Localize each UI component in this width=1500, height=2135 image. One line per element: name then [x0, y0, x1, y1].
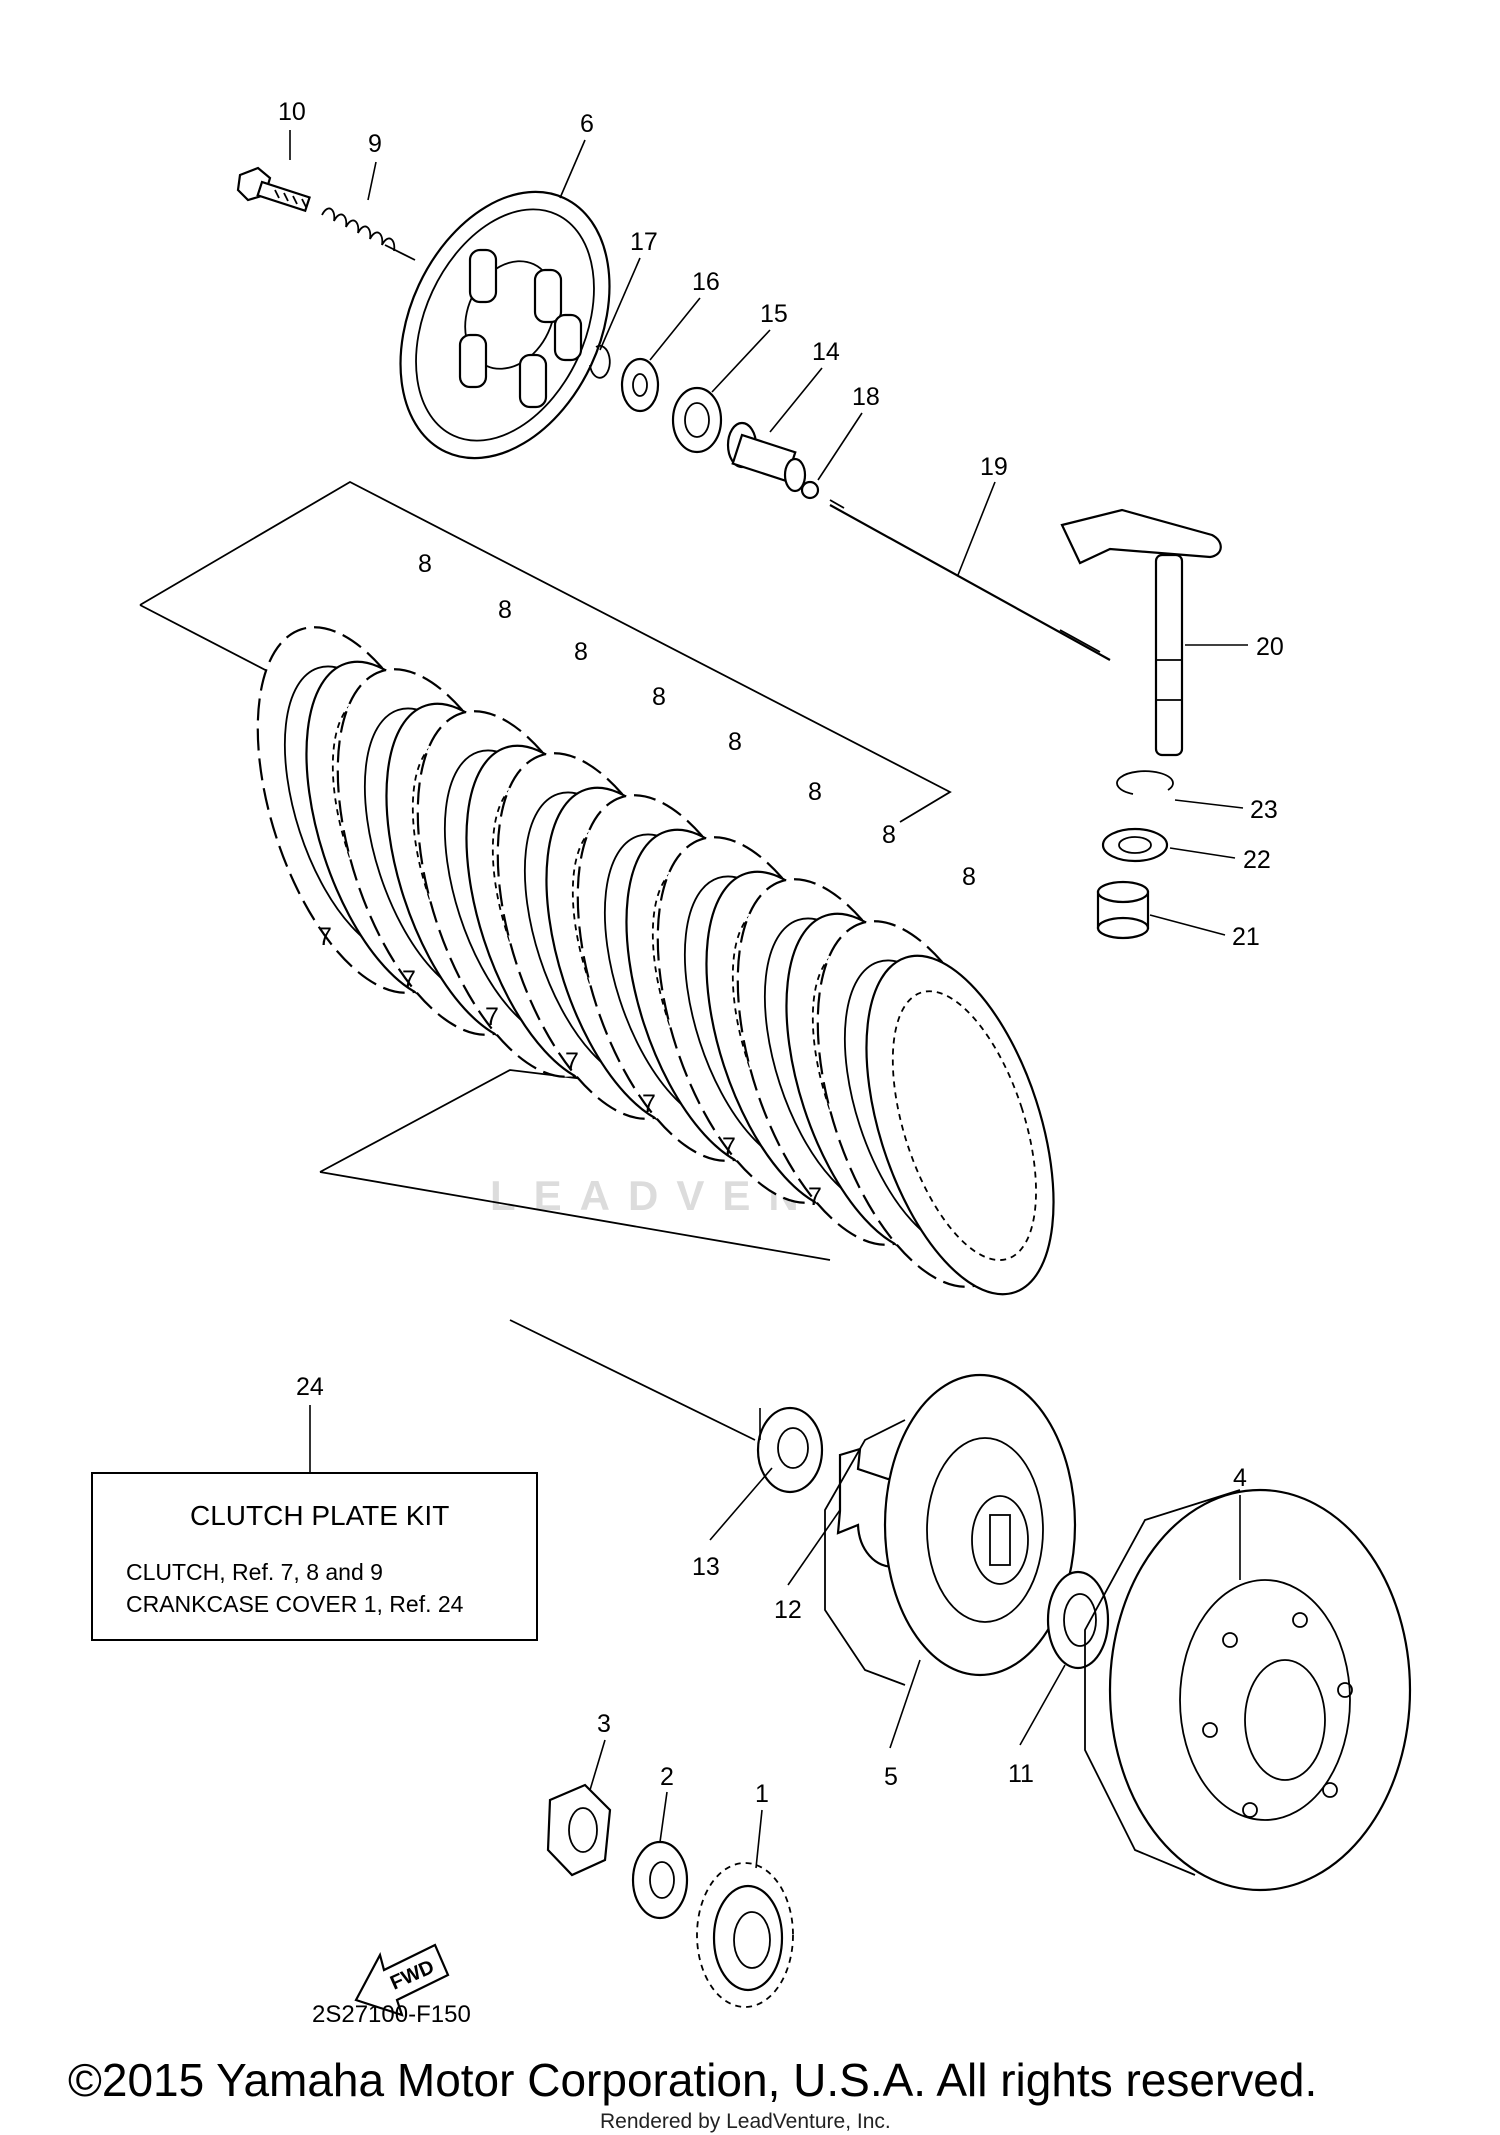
forward-arrow-icon: FWD	[354, 1943, 450, 2017]
callout-14: 14	[812, 338, 840, 366]
callout-7: 7	[808, 1183, 822, 1211]
part-6-pressure-plate	[399, 190, 611, 460]
part-23-circlip	[1116, 770, 1174, 795]
part-17-circlip	[589, 344, 611, 379]
part-3-nut	[546, 1783, 612, 1877]
callout-16: 16	[692, 268, 720, 296]
callout-19: 19	[980, 453, 1008, 481]
callout-12: 12	[774, 1596, 802, 1624]
part-18-ball	[800, 480, 820, 500]
callout-7: 7	[642, 1090, 656, 1118]
rendered-by-notice: Rendered by LeadVenture, Inc.	[600, 2110, 891, 2133]
callout-21: 21	[1232, 923, 1260, 951]
part-15-bearing	[671, 386, 723, 454]
callout-7: 7	[402, 966, 416, 994]
callout-7: 7	[565, 1048, 579, 1076]
copyright-notice: ©2015 Yamaha Motor Corporation, U.S.A. A…	[68, 2054, 1317, 2106]
clutch-plates	[256, 626, 1055, 1296]
leader-lines	[289, 130, 1248, 1869]
callout-7: 7	[722, 1133, 736, 1161]
callout-7: 7	[485, 1003, 499, 1031]
part-1-primary-drive-gear	[696, 1862, 794, 2008]
callout-17: 17	[630, 228, 658, 256]
kit-line-1: CLUTCH, Ref. 7, 8 and 9	[126, 1559, 383, 1585]
part-16-washer	[620, 357, 660, 413]
part-11-thrust-washer	[1046, 1570, 1110, 1670]
clutch-plate-kit-box: CLUTCH PLATE KIT CLUTCH, Ref. 7, 8 and 9…	[91, 1472, 538, 1641]
part-2-washer	[631, 1840, 689, 1920]
callout-5: 5	[884, 1763, 898, 1791]
callout-labels: 10 9 6 17 16 15 14 18 19 20 23 22 21 8 8…	[278, 98, 1284, 1808]
part-9-spring	[321, 207, 416, 261]
callout-9: 9	[368, 130, 382, 158]
callout-1: 1	[755, 1780, 769, 1808]
part-21-bushing	[1096, 880, 1150, 940]
clutch-plate	[865, 954, 1055, 1296]
callout-20: 20	[1256, 633, 1284, 661]
part-4-clutch-housing	[1084, 1488, 1412, 1892]
part-13-nut	[756, 1406, 824, 1494]
callout-8: 8	[728, 728, 742, 756]
callout-6: 6	[580, 110, 594, 138]
callout-2: 2	[660, 1763, 674, 1791]
part-5-clutch-boss	[824, 1373, 1077, 1686]
callout-23: 23	[1250, 796, 1278, 824]
callout-15: 15	[760, 300, 788, 328]
part-10-bolt	[236, 166, 311, 213]
callout-18: 18	[852, 383, 880, 411]
callout-4: 4	[1233, 1464, 1247, 1492]
part-19-push-rod	[829, 499, 1111, 661]
diagram-code: 2S27100-F150	[312, 2001, 471, 2028]
callout-24: 24	[296, 1373, 324, 1401]
callout-8: 8	[652, 683, 666, 711]
callout-8: 8	[498, 596, 512, 624]
kit-line-2: CRANKCASE COVER 1, Ref. 24	[126, 1591, 464, 1617]
part-20-push-lever-shaft	[1060, 508, 1222, 757]
callout-8: 8	[418, 550, 432, 578]
callout-13: 13	[692, 1553, 720, 1581]
part-22-oil-seal	[1101, 827, 1169, 863]
callout-22: 22	[1243, 846, 1271, 874]
callout-8: 8	[882, 821, 896, 849]
callout-7: 7	[318, 923, 332, 951]
part-14-push-rod	[726, 421, 807, 493]
callout-8: 8	[808, 778, 822, 806]
callout-3: 3	[597, 1710, 611, 1738]
callout-10: 10	[278, 98, 306, 126]
callout-8: 8	[962, 863, 976, 891]
kit-title: CLUTCH PLATE KIT	[190, 1500, 449, 1531]
callout-11: 11	[1008, 1760, 1034, 1788]
callout-8: 8	[574, 638, 588, 666]
